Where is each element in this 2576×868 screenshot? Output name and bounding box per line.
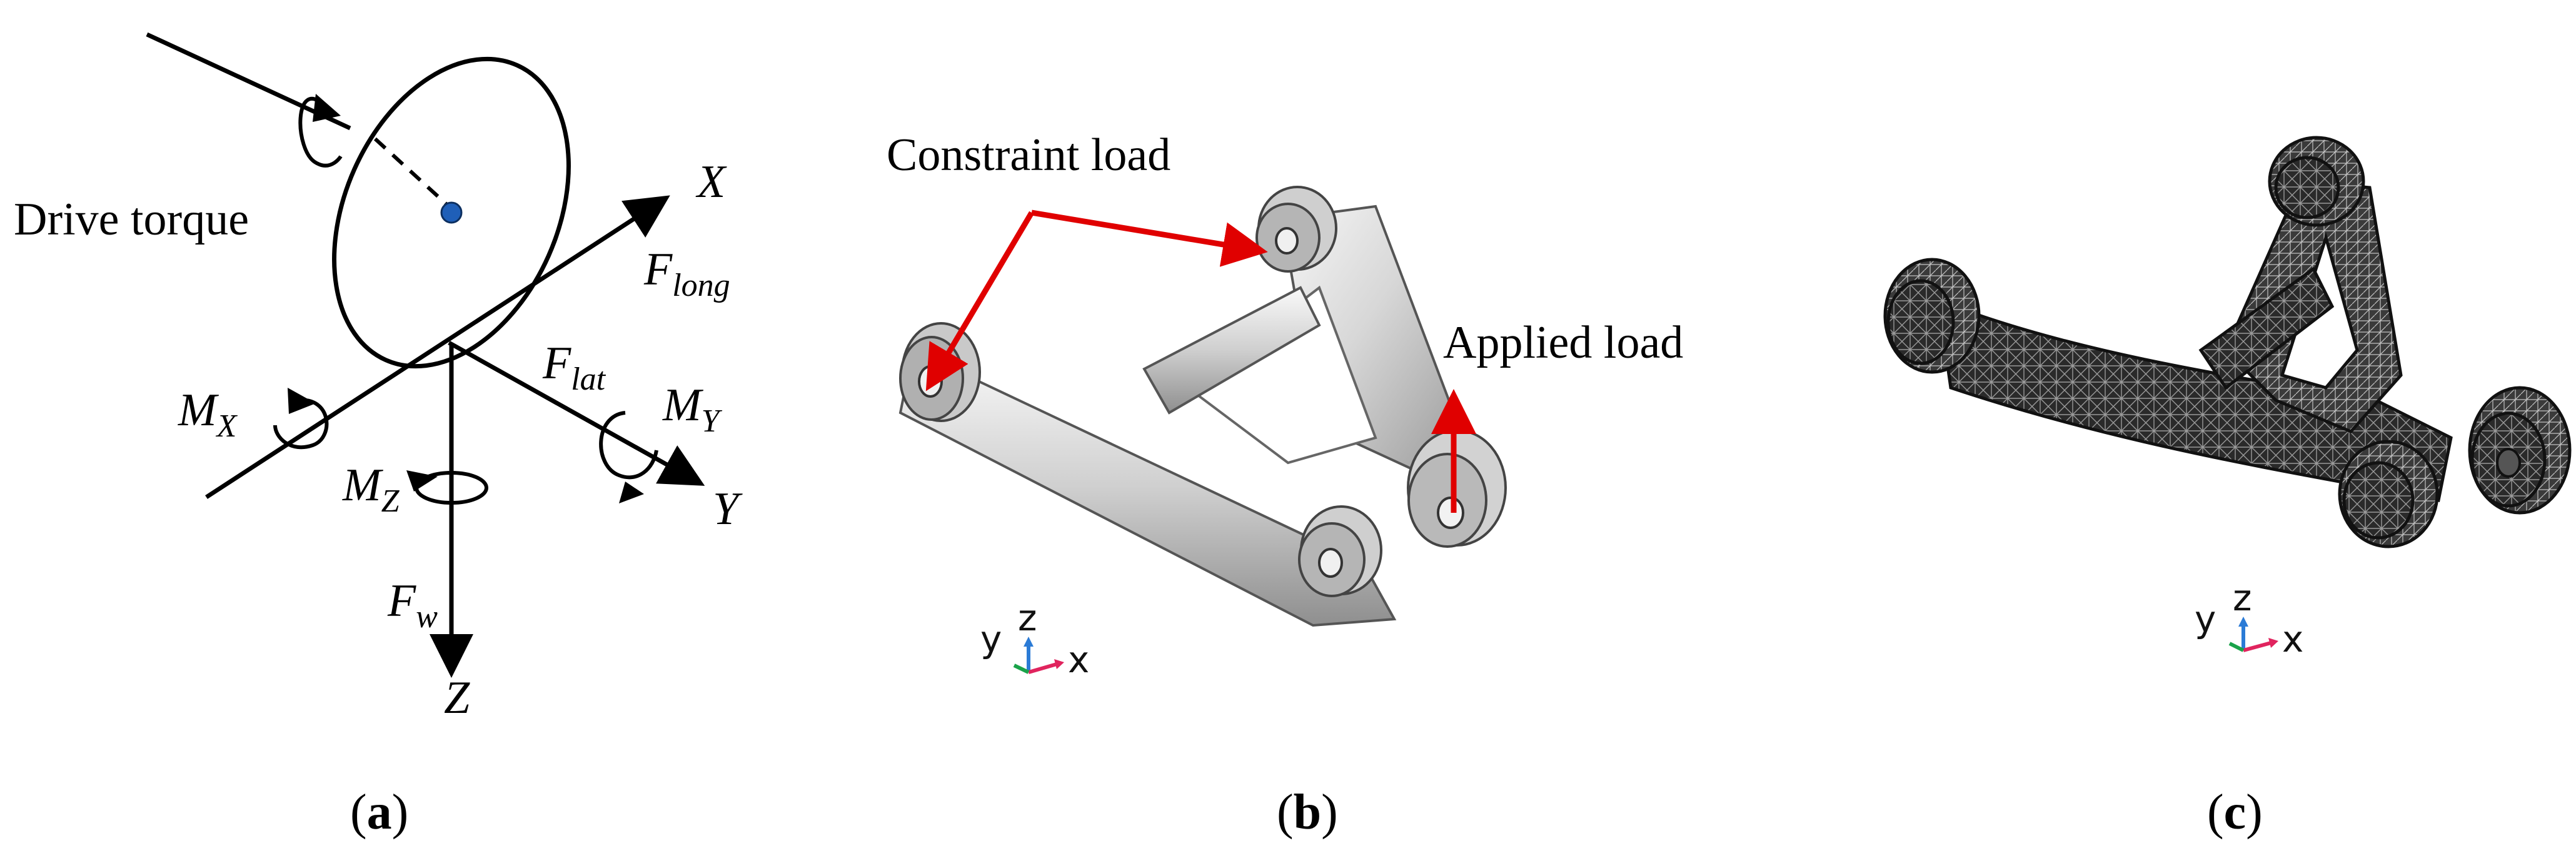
x-axis-label: X bbox=[695, 156, 727, 208]
m-y-arrowhead bbox=[619, 482, 644, 503]
panel-c-caption: (c) bbox=[2207, 785, 2263, 840]
triad-b-y-label: y bbox=[980, 618, 1002, 660]
x-axis-line bbox=[205, 195, 670, 499]
meshed-arm-model bbox=[1883, 136, 2572, 548]
applied-load-label: Applied load bbox=[1443, 317, 1683, 368]
panel-b-caption: (b) bbox=[1277, 785, 1338, 840]
constraint-load-label: Constraint load bbox=[887, 129, 1170, 181]
panel-c-coordinate-triad: z x y bbox=[2195, 577, 2303, 660]
f-long-label: Flong bbox=[643, 244, 730, 303]
drive-axle-dashed bbox=[373, 137, 452, 209]
triad-b-z-label: z bbox=[1018, 597, 1037, 639]
m-y-rotation-arrow bbox=[599, 411, 658, 480]
constraint-load-branch-to-top bbox=[1031, 209, 1268, 267]
triad-b-x-label: x bbox=[1068, 638, 1089, 681]
m-y-label: MY bbox=[662, 380, 723, 439]
m-z-arrowhead bbox=[406, 470, 438, 492]
panel-c-meshed-control-arm: z x y (c) bbox=[1883, 136, 2572, 840]
f-w-label: Fw bbox=[387, 575, 438, 635]
triad-c-x-label: x bbox=[2282, 618, 2303, 660]
m-x-label: MX bbox=[178, 385, 238, 444]
m-x-rotation-arrow bbox=[273, 398, 329, 450]
m-x-arrowhead bbox=[288, 388, 316, 414]
control-arm-model bbox=[898, 186, 1507, 627]
panel-a-caption: (a) bbox=[350, 785, 408, 840]
y-axis-label: Y bbox=[713, 483, 743, 535]
panel-b-coordinate-triad: z x y bbox=[980, 597, 1089, 681]
m-z-label: MZ bbox=[342, 460, 400, 519]
wheel-ellipse bbox=[332, 56, 571, 369]
constraint-load-branch-to-left bbox=[925, 211, 1034, 391]
triad-c-y-label: y bbox=[2195, 598, 2216, 640]
wheel-center-dot bbox=[440, 201, 463, 224]
drive-torque-label: Drive torque bbox=[14, 194, 249, 245]
f-lat-label: Flat bbox=[542, 338, 606, 397]
panel-a-wheel-diagram: Drive torque X Flong Y Flat Z Fw MX MY M… bbox=[14, 32, 743, 840]
triad-c-z-label: z bbox=[2233, 577, 2251, 619]
drive-torque-arrowhead bbox=[313, 94, 341, 122]
z-axis-label: Z bbox=[444, 672, 470, 724]
panel-b-control-arm-loads: Constraint load Applied load z x y (b) bbox=[887, 129, 1683, 840]
drive-torque-rotation-arrow bbox=[298, 97, 343, 168]
